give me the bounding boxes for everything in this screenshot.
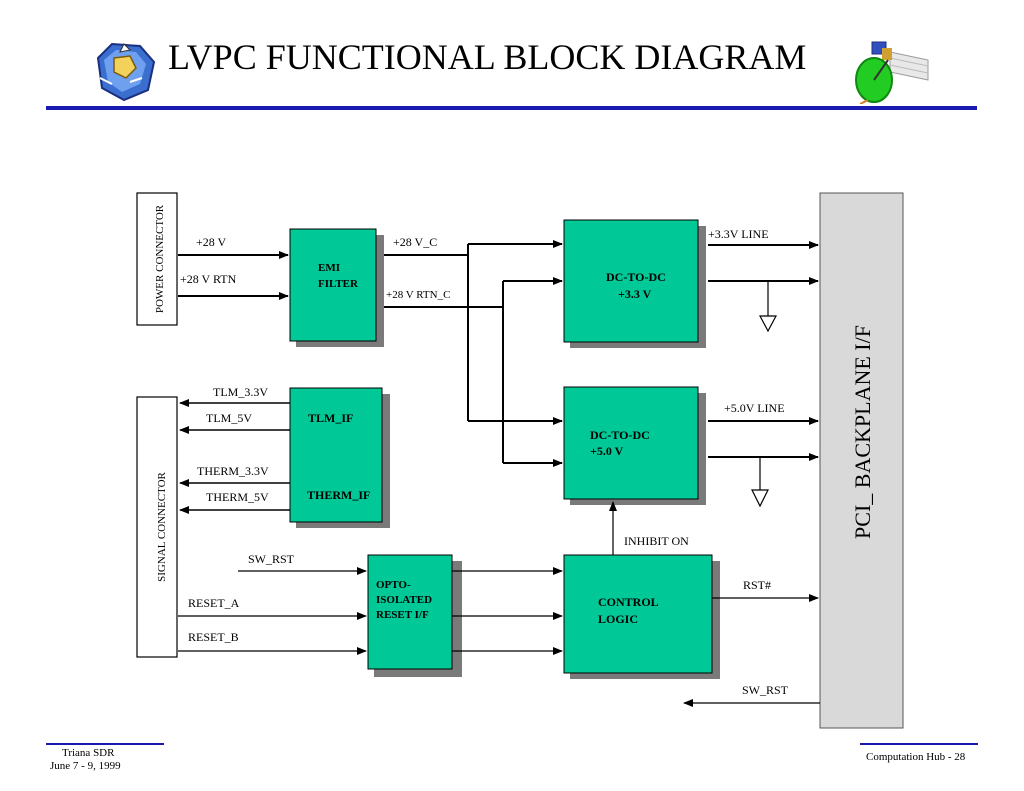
slide-title: LVPC FUNCTIONAL BLOCK DIAGRAM <box>168 37 807 77</box>
emi-filter-label-1: EMI <box>318 262 340 274</box>
footer-event: Triana SDR <box>62 747 115 759</box>
label-28v-rtn-c: +28 V RTN_C <box>386 289 450 301</box>
pci-backplane <box>819 192 904 729</box>
footer-page: Computation Hub - 28 <box>866 751 966 763</box>
label-rst: RST# <box>743 578 771 592</box>
ground-symbol-50 <box>751 489 769 508</box>
signal-connector <box>136 396 178 658</box>
label-28v-rtn: +28 V RTN <box>180 272 237 286</box>
label-inhibit: INHIBIT ON <box>624 534 689 548</box>
signal-connector-label: SIGNAL CONNECTOR <box>156 471 168 581</box>
label-reset-b: RESET_B <box>188 630 239 644</box>
label-28v: +28 V <box>196 235 227 249</box>
power-connector-label: POWER CONNECTOR <box>154 204 166 313</box>
label-reset-a: RESET_A <box>188 596 240 610</box>
label-sw-rst-out: SW_RST <box>742 683 789 697</box>
pci-backplane-label: PCI_ BACKPLANE I/F <box>850 325 875 539</box>
label-tlm-33: TLM_3.3V <box>213 385 268 399</box>
tlm-therm-if-block <box>289 387 383 523</box>
control-logic-block <box>563 554 713 674</box>
label-tlm-5: TLM_5V <box>206 411 252 425</box>
footer-right-rule <box>860 743 978 745</box>
opto-label-3: RESET I/F <box>376 609 429 621</box>
dc-dc-50-label-2: +5.0 V <box>590 444 624 458</box>
dc-dc-33-label-2: +3.3 V <box>618 287 652 301</box>
title-rule <box>46 106 977 110</box>
label-therm-5: THERM_5V <box>206 490 269 504</box>
opto-label-1: OPTO- <box>376 579 411 591</box>
dc-dc-33-label-1: DC-TO-DC <box>606 270 666 284</box>
label-28v-c: +28 V_C <box>393 235 437 249</box>
control-logic-label-1: CONTROL <box>598 595 659 609</box>
power-connector <box>136 192 178 326</box>
emi-filter-block <box>289 228 377 342</box>
label-therm-33: THERM_3.3V <box>197 464 269 478</box>
opto-isolated-reset-block <box>367 554 453 670</box>
dc-dc-33-block <box>563 219 699 343</box>
label-33v-line: +3.3V LINE <box>708 227 769 241</box>
footer-left-rule <box>46 743 164 745</box>
control-logic-label-2: LOGIC <box>598 612 638 626</box>
footer-date: June 7 - 9, 1999 <box>50 760 121 772</box>
tlm-if-label: TLM_IF <box>308 411 353 425</box>
satellite-icon <box>855 41 929 104</box>
mission-logo-icon <box>96 42 156 102</box>
therm-if-label: THERM_IF <box>307 488 370 502</box>
opto-label-2: ISOLATED <box>376 594 432 606</box>
emi-filter-label-2: FILTER <box>318 278 359 290</box>
dc-dc-50-block <box>563 386 699 500</box>
dc-dc-50-label-1: DC-TO-DC <box>590 428 650 442</box>
label-sw-rst-in: SW_RST <box>248 552 295 566</box>
ground-symbol-33 <box>759 315 777 333</box>
label-50v-line: +5.0V LINE <box>724 401 785 415</box>
